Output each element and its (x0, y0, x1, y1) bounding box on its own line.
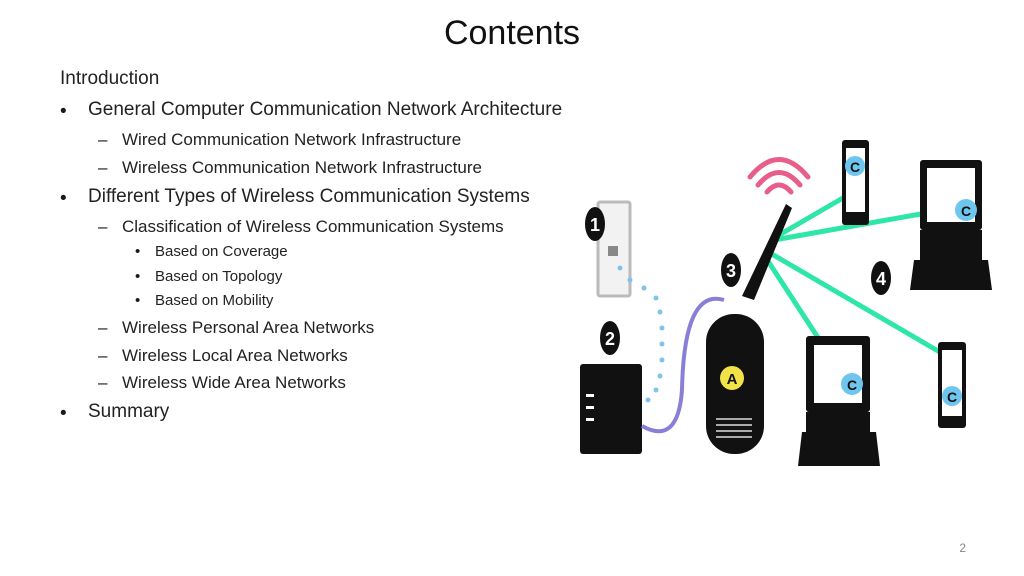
badge-label-2: 2 (605, 329, 615, 349)
router-badge (720, 366, 744, 390)
slide-title: Contents (443, 14, 581, 52)
phone-icon (938, 342, 966, 428)
bullet-marker: • (60, 188, 67, 209)
bullet-marker: • (135, 243, 141, 260)
outline-item-wireless-types: Different Types of Wireless Communicatio… (88, 186, 530, 207)
dash-marker: – (98, 158, 108, 177)
outline-item-wpan: Wireless Personal Area Networks (122, 318, 375, 337)
dash-marker: – (98, 130, 108, 149)
router-label: A (727, 371, 738, 388)
client-label: C (947, 389, 957, 405)
badge-label-3: 3 (726, 261, 736, 281)
badge-label-1: 1 (590, 215, 600, 235)
outline-item-wlan: Wireless Local Area Networks (122, 346, 348, 365)
badge-label-4: 4 (876, 269, 886, 289)
number-badges (585, 207, 891, 355)
dash-marker: – (98, 217, 108, 236)
outline-intro: Introduction (60, 68, 160, 89)
wall-jack-icon (596, 200, 632, 298)
dotted-cable (617, 265, 665, 403)
outline-item-coverage: Based on Coverage (155, 243, 288, 260)
outline-item-general-architecture: General Computer Communication Network A… (88, 99, 563, 120)
wireless-link (768, 250, 952, 361)
laptop-icon (798, 336, 880, 466)
modem-icon (580, 364, 642, 454)
page-number: 2 (959, 541, 966, 555)
client-label: C (850, 159, 860, 175)
dash-marker: – (98, 373, 108, 392)
outline-item-wwan: Wireless Wide Area Networks (122, 373, 346, 392)
outline-item-topology: Based on Topology (155, 268, 283, 285)
ethernet-cable (641, 296, 725, 434)
phone-icon (842, 140, 869, 225)
wireless-link (773, 209, 933, 243)
client-label: C (961, 203, 971, 219)
network-diagram-svg: 1 2 3 4 A C C C C (580, 140, 992, 466)
outline-item-wired-infrastructure: Wired Communication Network Infrastructu… (122, 130, 462, 149)
client-label: C (847, 377, 857, 393)
network-diagram: 1 2 3 4 A C C C C (574, 130, 1004, 475)
laptop-icon (910, 160, 992, 290)
client-badge (845, 156, 865, 176)
client-badge (942, 386, 962, 406)
wifi-signal-icon (747, 157, 811, 195)
bullet-marker: • (135, 292, 141, 309)
outline-item-mobility: Based on Mobility (155, 292, 274, 309)
bullet-marker: • (60, 403, 67, 424)
dash-marker: – (98, 318, 108, 337)
bullet-marker: • (135, 268, 141, 285)
bullet-marker: • (60, 101, 67, 122)
outline-item-summary: Summary (88, 401, 170, 422)
client-badge (955, 199, 977, 221)
outline-item-wireless-infrastructure: Wireless Communication Network Infrastru… (122, 158, 482, 177)
dash-marker: – (98, 346, 108, 365)
outline-item-classification: Classification of Wireless Communication… (122, 217, 504, 236)
client-badge (841, 373, 863, 395)
wireless-link (772, 192, 850, 241)
